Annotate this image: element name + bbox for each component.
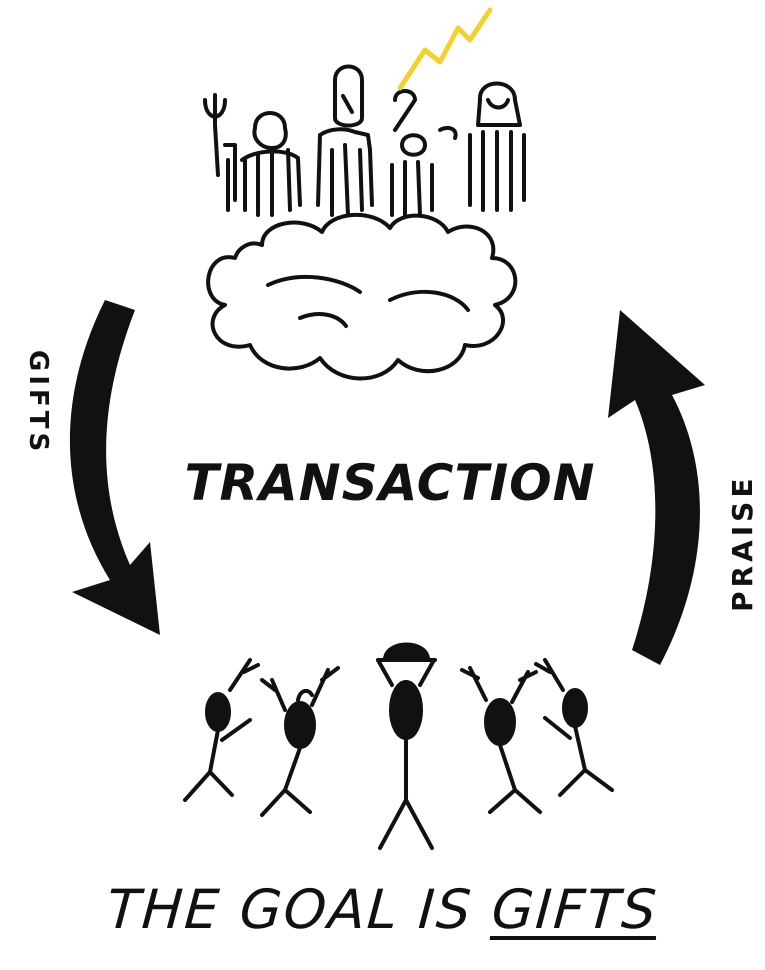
cloud-shape <box>206 213 518 381</box>
caption-emphasis: GIFTS <box>489 878 661 941</box>
lightning-bolt-icon <box>397 7 493 91</box>
praise-arrow <box>608 310 705 665</box>
caption: THE GOAL IS GIFTS <box>0 870 765 950</box>
caption-prefix: THE GOAL IS <box>104 878 495 941</box>
praise-label: PRAISE <box>726 475 759 612</box>
transaction-label: TRANSACTION <box>184 454 595 512</box>
gods-on-cloud-icon <box>203 64 526 381</box>
worshipping-people-icon <box>183 642 614 850</box>
gifts-label: GIFTS <box>23 350 53 455</box>
gifts-arrow <box>69 300 160 635</box>
